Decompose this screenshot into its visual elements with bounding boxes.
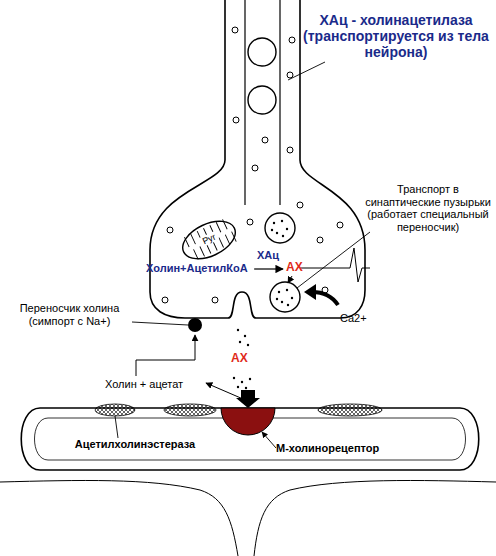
choline-uptake-arrow [136,335,195,376]
transport-vesicle [248,86,276,114]
product-label: АХ [286,261,320,275]
microtubule [279,0,280,205]
substrate-label: Холин+АцетилКоА [146,262,258,275]
synaptic-vesicle [270,282,300,312]
mediator-label: АХ [231,352,265,366]
reaction-arrow [254,268,283,269]
esterase-patch [318,404,382,416]
leader-line [132,322,188,325]
note-text: ХАц - холинацетилаза (транспортируется и… [300,12,492,60]
microtubule [244,0,245,205]
ion-label: Ca2+ [340,312,390,325]
action-potential [300,248,370,282]
leader-line [262,432,276,448]
binding-arrow [236,390,260,408]
callout-text: Переносчик холина (симпорт с Na+) [2,302,137,327]
mitochondrion: Pyr [178,218,240,262]
esterase-patch [164,404,216,416]
m-cholinoreceptor [221,408,275,435]
note-text: Транспорт в синаптические пузырьки (рабо… [362,183,494,234]
cell-outline [254,480,496,556]
synaptic-vesicle [265,213,295,243]
leader-line [297,232,370,288]
loading-arrow [288,276,292,283]
callout-text: М-холинорецептор [276,442,426,455]
esterase-patch [95,404,135,416]
postsynaptic-membrane [21,408,479,470]
callout-text: Ацетилхолинэстераза [60,438,210,451]
product-label: Холин + ацетат [105,378,215,391]
transport-vesicle [248,38,276,66]
choline-transporter [188,318,202,332]
leader-line [115,416,118,438]
calcium-arrow-head [304,284,316,300]
enzyme-particles [162,27,343,303]
leader-line [288,62,325,80]
enzyme-label: ХАц [257,249,291,262]
cell-outline [0,480,238,556]
